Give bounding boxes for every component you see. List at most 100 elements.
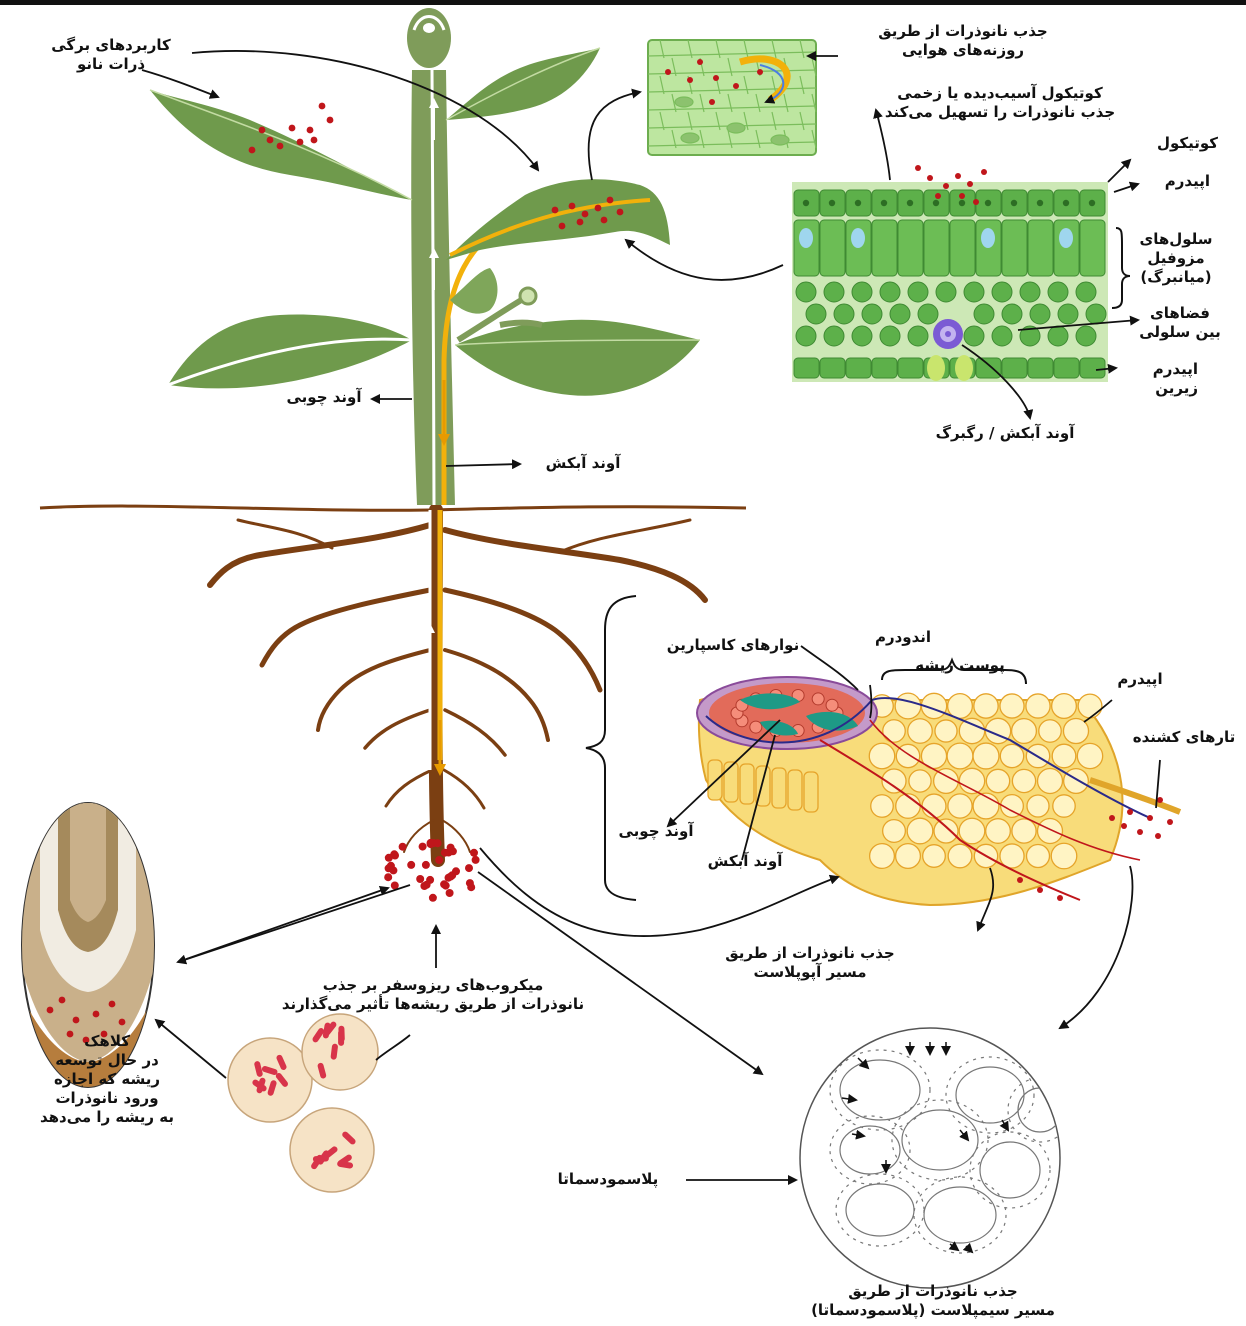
column-cell (708, 760, 722, 800)
vacuole (1059, 228, 1073, 248)
nanoparticle-dot (419, 843, 427, 851)
vacuole (799, 228, 813, 248)
spongy-cell (908, 282, 928, 302)
spongy-cell (1086, 304, 1106, 324)
cortex-cell (974, 694, 998, 718)
column-cell (724, 762, 738, 802)
cortex-cell (947, 743, 973, 769)
lower-epidermis-cell (1002, 358, 1027, 378)
soil-particle (302, 1014, 378, 1090)
label-rhizosphere-microbes: میکروب‌های ریزوسفر بر جذب نانوذرات از طر… (238, 976, 628, 1014)
nanoparticle-dot (1167, 819, 1173, 825)
cortex-cell (883, 820, 906, 843)
vacuole (851, 228, 865, 248)
nanoparticle-dot (384, 873, 392, 881)
label-foliar-application: کاربردهای برگی ذرات نانو (16, 36, 206, 74)
cortex-cell (973, 743, 999, 769)
cortex-cell (948, 844, 972, 868)
spongy-cell (936, 282, 956, 302)
cortex-cell (1038, 819, 1063, 844)
cortex-cell (870, 844, 895, 869)
label-mesophyll: سلول‌های مزوفیل (میانبرگ) (1124, 230, 1228, 287)
label-phloem-stem: آوند آبکش (528, 454, 638, 473)
label-phloem-root: آوند آبکش (690, 852, 800, 871)
lower-epidermis-cell (976, 358, 1001, 378)
nanoparticle-dot (423, 881, 431, 889)
label-symplast-uptake: جذب نانوذرات از طریق مسیر سیمپلاست (پلاس… (788, 1282, 1078, 1320)
cortex-cell (922, 794, 946, 818)
nanoparticle-dot (733, 83, 739, 89)
cortex-cell (923, 845, 946, 868)
label-epidermis: اپیدرم (1130, 172, 1210, 191)
spongy-cell (964, 326, 984, 346)
nanoparticle-dot (757, 69, 763, 75)
cortex-cell (948, 794, 972, 818)
leaf-cross-section (792, 165, 1108, 382)
nanoparticle-dot (601, 217, 608, 224)
cortex-cell (1012, 769, 1035, 792)
spongy-cell (806, 304, 826, 324)
cortex-cell (869, 743, 894, 768)
nanoparticle-dot (277, 143, 284, 150)
nucleus (855, 200, 861, 206)
spongy-cell (834, 304, 854, 324)
spongy-cell (1002, 304, 1022, 324)
nanoparticle-dot (267, 137, 274, 144)
nanoparticle-dot (1137, 829, 1143, 835)
cortex-cell (948, 694, 973, 719)
spongy-cell (862, 304, 882, 324)
label-root-epidermis: اپیدرم (1100, 670, 1180, 689)
label-casparian-strips: نوارهای کاسپارین (648, 636, 818, 655)
root-zone-brace (586, 596, 636, 900)
nucleus (1089, 200, 1095, 206)
symplast-inset (800, 1028, 1072, 1288)
label-endodermis: اندودرم (858, 628, 948, 647)
nanoparticle-dot (1057, 895, 1063, 901)
nucleus (933, 200, 939, 206)
spongy-cell (1048, 326, 1068, 346)
cortex-cell (1039, 720, 1061, 742)
nanoparticle-dot (389, 866, 397, 874)
lower-epidermis-cell (872, 358, 897, 378)
nanoparticle-dot (466, 879, 474, 887)
label-intercellular-spaces: فضاهای بین سلولی (1130, 304, 1230, 342)
nanoparticle-dot (569, 203, 576, 210)
lower-epidermis-cell (1028, 358, 1053, 378)
cortex-cell (959, 818, 985, 844)
spongy-cell (824, 326, 844, 346)
cortex-cell (1052, 744, 1076, 768)
spongy-cell (964, 282, 984, 302)
nanoparticle-dot (559, 223, 566, 230)
label-damaged-cuticle: کوتیکول آسیب‌دیده یا زخمی جذب نانوذرات ر… (860, 84, 1140, 122)
palisade-cell (872, 220, 897, 276)
nanoparticle-dot (47, 1007, 54, 1014)
nanoparticle-dot (973, 199, 979, 205)
spongy-cell (918, 304, 938, 324)
nanoparticle-dot (407, 861, 415, 869)
nanoparticle-dot (915, 165, 921, 171)
stele-cell (812, 693, 824, 705)
nanoparticle-dot (311, 137, 318, 144)
spongy-cell (1020, 282, 1040, 302)
nucleus (1037, 200, 1043, 206)
spongy-cell (992, 326, 1012, 346)
stele-cell (750, 721, 762, 733)
nanoparticle-dot (259, 127, 266, 134)
nucleus (803, 200, 809, 206)
nanoparticle-dot (385, 854, 393, 862)
lower-epidermis-cell (820, 358, 845, 378)
nanoparticle-dot (959, 193, 965, 199)
spongy-cell (974, 304, 994, 324)
nucleus (1011, 200, 1017, 206)
nanoparticle-dot (943, 183, 949, 189)
nanoparticle-dot (1157, 797, 1163, 803)
nucleus (907, 200, 913, 206)
palisade-cell (820, 220, 845, 276)
nanoparticle-dot (582, 211, 589, 218)
nanoparticle-dot (446, 889, 454, 897)
nucleus (881, 200, 887, 206)
nanoparticle-dot (927, 175, 933, 181)
cortex-cell (1012, 719, 1037, 744)
nanoparticle-dot (447, 844, 455, 852)
